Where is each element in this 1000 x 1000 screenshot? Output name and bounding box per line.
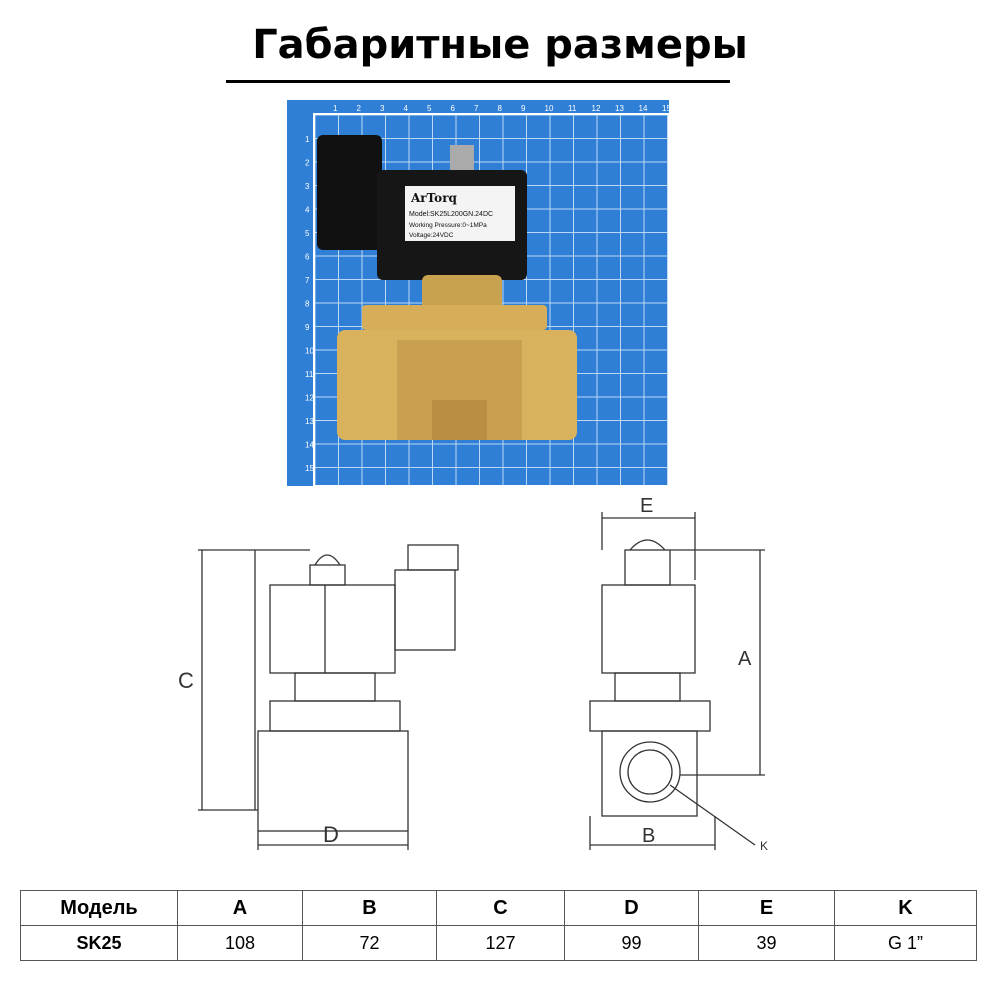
dim-label-b: B (642, 825, 655, 847)
dim-label-c: C (178, 668, 194, 693)
ruler-tick-label: 12 (592, 104, 601, 113)
ruler-tick-label: 3 (380, 104, 385, 113)
header-d: D (564, 890, 699, 926)
ruler-tick-label: 9 (305, 323, 310, 332)
ruler-tick-label: 8 (498, 104, 503, 113)
ruler-tick-label: 10 (545, 104, 554, 113)
cell-e: 39 (698, 925, 835, 961)
header-c: C (436, 890, 565, 926)
header-e: E (698, 890, 835, 926)
page-title: Габаритные размеры (252, 22, 748, 68)
photo-pressure: Working Pressure:0~1MPa (409, 222, 487, 229)
ruler-tick-label: 2 (357, 104, 362, 113)
header-a: A (177, 890, 303, 926)
front-view (589, 512, 765, 850)
cell-d: 99 (564, 925, 699, 961)
cell-c: 127 (436, 925, 565, 961)
ruler-tick-label: 10 (305, 347, 314, 356)
table-row: SK25 108 72 127 99 39 G 1” (20, 925, 977, 961)
ruler-tick-label: 13 (615, 104, 624, 113)
ruler-tick-label: 11 (305, 370, 314, 379)
ruler-tick-label: 7 (305, 276, 310, 285)
cell-a: 108 (177, 925, 303, 961)
dimensions-table: Модель A B C D E K SK25 108 72 127 99 39… (20, 890, 977, 961)
ruler-tick-label: 8 (305, 300, 310, 309)
ruler-tick-label: 5 (305, 229, 310, 238)
cell-b: 72 (302, 925, 437, 961)
ruler-tick-label: 1 (305, 135, 310, 144)
header-b: B (302, 890, 437, 926)
ruler-tick-label: 4 (305, 206, 310, 215)
ruler-tick-label: 15 (305, 464, 314, 473)
dim-label-a: A (738, 648, 752, 670)
ruler-tick-label: 14 (305, 441, 314, 450)
photo-model: Model:SK25L200GN.24DC (409, 211, 493, 218)
ruler-tick-label: 11 (568, 104, 577, 113)
header-k: K (834, 890, 977, 926)
photo-brand: ArTorq (410, 191, 458, 205)
cell-k: G 1” (834, 925, 977, 961)
ruler-tick-label: 1 (333, 104, 338, 113)
ruler-tick-label: 6 (305, 253, 310, 262)
cell-model: SK25 (20, 925, 178, 961)
ruler-tick-label: 4 (404, 104, 409, 113)
ruler-tick-label: 5 (427, 104, 432, 113)
side-view (198, 544, 459, 850)
ruler-tick-label: 12 (305, 394, 314, 403)
title-underline (226, 80, 730, 83)
ruler-tick-label: 7 (474, 104, 479, 113)
header-model: Модель (20, 890, 178, 926)
photo-voltage: Voltage:24VDC (409, 232, 454, 239)
dim-label-d: D (323, 822, 339, 847)
ruler-tick-label: 2 (305, 159, 310, 168)
dim-label-e: E (640, 495, 653, 517)
ruler-tick-label: 3 (305, 182, 310, 191)
ruler-tick-label: 13 (305, 417, 314, 426)
dimension-drawing: C D E A B K (178, 495, 768, 853)
ruler-tick-label: 9 (521, 104, 526, 113)
ruler-tick-label: 15 (662, 104, 669, 113)
ruler-tick-label: 6 (451, 104, 456, 113)
dim-label-k: K (760, 839, 768, 853)
ruler-tick-label: 14 (639, 104, 648, 113)
table-header-row: Модель A B C D E K (20, 890, 977, 926)
